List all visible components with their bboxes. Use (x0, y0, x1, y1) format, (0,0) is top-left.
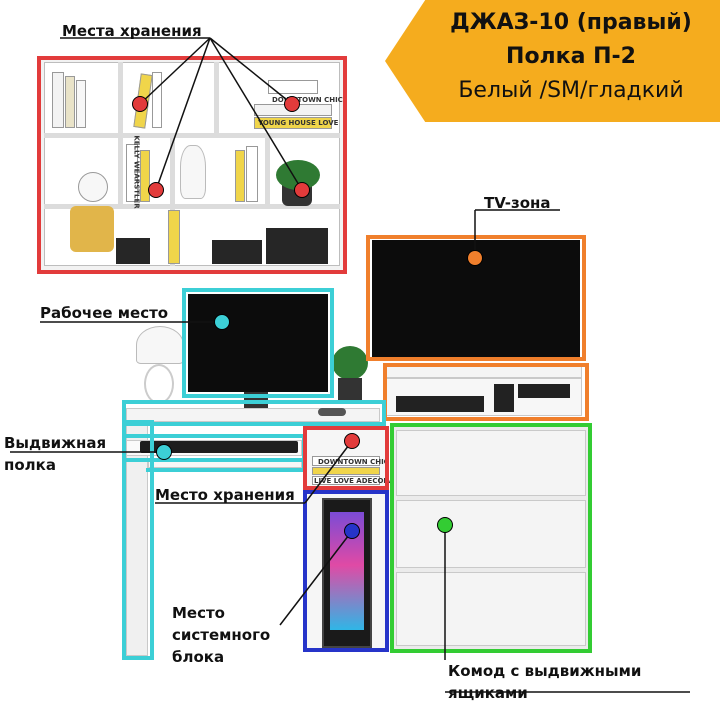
shelf-divider (265, 133, 270, 209)
book (312, 476, 380, 485)
storage-frame-mid (303, 426, 389, 490)
book-spine-text: DOWNTOWN CHIC (272, 96, 343, 104)
shelf-title: Полка П-2 (506, 44, 636, 69)
shelf-divider (118, 62, 123, 138)
book (312, 467, 380, 475)
monitor-screen (188, 294, 328, 392)
title-banner (385, 0, 720, 122)
workplace-desktop-frame (122, 400, 386, 426)
label-workplace: Рабочее место (40, 304, 169, 322)
marker-dot (294, 182, 310, 198)
marker-dot (284, 96, 300, 112)
book-spine-text: YOUNG HOUSE LOVE (258, 119, 339, 127)
keyboard (140, 441, 298, 453)
system-unit-frame (303, 490, 389, 652)
chest-drawer (396, 500, 586, 568)
marker-dot (148, 182, 164, 198)
model-title: ДЖАЗ-10 (правый) (450, 10, 692, 35)
label-drawer-shelf: Выдвижная полка (4, 434, 107, 474)
robot-figure (78, 172, 108, 202)
shelf-divider (44, 204, 340, 209)
marker-dot (437, 517, 453, 533)
label-chest: Комод с выдвижными ящиками (448, 662, 642, 702)
desk-top (126, 408, 380, 422)
label-storage-top: Места хранения (62, 22, 202, 40)
mouse (318, 408, 346, 416)
book-spine-text: DOWNTOWN CHIC (318, 458, 389, 466)
speaker (494, 384, 514, 412)
book (126, 144, 138, 202)
speaker (518, 384, 570, 398)
workplace-frame (182, 288, 334, 398)
chest-drawer (396, 572, 586, 646)
book (268, 80, 318, 94)
tv-zone-frame (366, 235, 586, 361)
book (152, 72, 162, 128)
marker-dot (156, 444, 172, 460)
finish-title: Белый /SM/гладкий (458, 78, 684, 103)
desk-lamp-shade (136, 326, 184, 364)
marker-dot (344, 433, 360, 449)
shelf-divider (118, 138, 123, 209)
storage-box (116, 238, 150, 264)
label-tv-zone: TV-зона (484, 194, 551, 212)
tv-stand-frame (383, 363, 589, 421)
shelf-divider (44, 133, 340, 138)
book (52, 72, 64, 128)
desk-plant-pot (338, 378, 362, 402)
storage-frame-wall (37, 56, 347, 274)
storage-box (212, 240, 262, 264)
book-spine-text: LIVE LOVE ADECORATE (314, 477, 404, 485)
marker-dot (344, 523, 360, 539)
dvd-player (396, 396, 484, 412)
book (235, 150, 245, 202)
book (254, 117, 332, 129)
book (140, 150, 150, 202)
book (312, 456, 380, 466)
marker-dot (132, 96, 148, 112)
marker-dot (467, 250, 483, 266)
shelf-divider (170, 133, 175, 266)
desk-plant (332, 346, 368, 380)
book (246, 146, 258, 202)
storage-box (266, 228, 328, 264)
shelf-divider (214, 62, 219, 138)
book (65, 76, 75, 128)
label-storage-mid: Место хранения (155, 486, 295, 504)
chest-frame (390, 423, 592, 653)
book (168, 210, 180, 264)
label-system-unit: Место системного блока (172, 604, 271, 666)
book (76, 80, 86, 128)
robot-body (70, 206, 114, 252)
vase (180, 145, 206, 199)
chest-drawer (396, 430, 586, 496)
desk-leg-frame (122, 420, 154, 660)
marker-dot (214, 314, 230, 330)
